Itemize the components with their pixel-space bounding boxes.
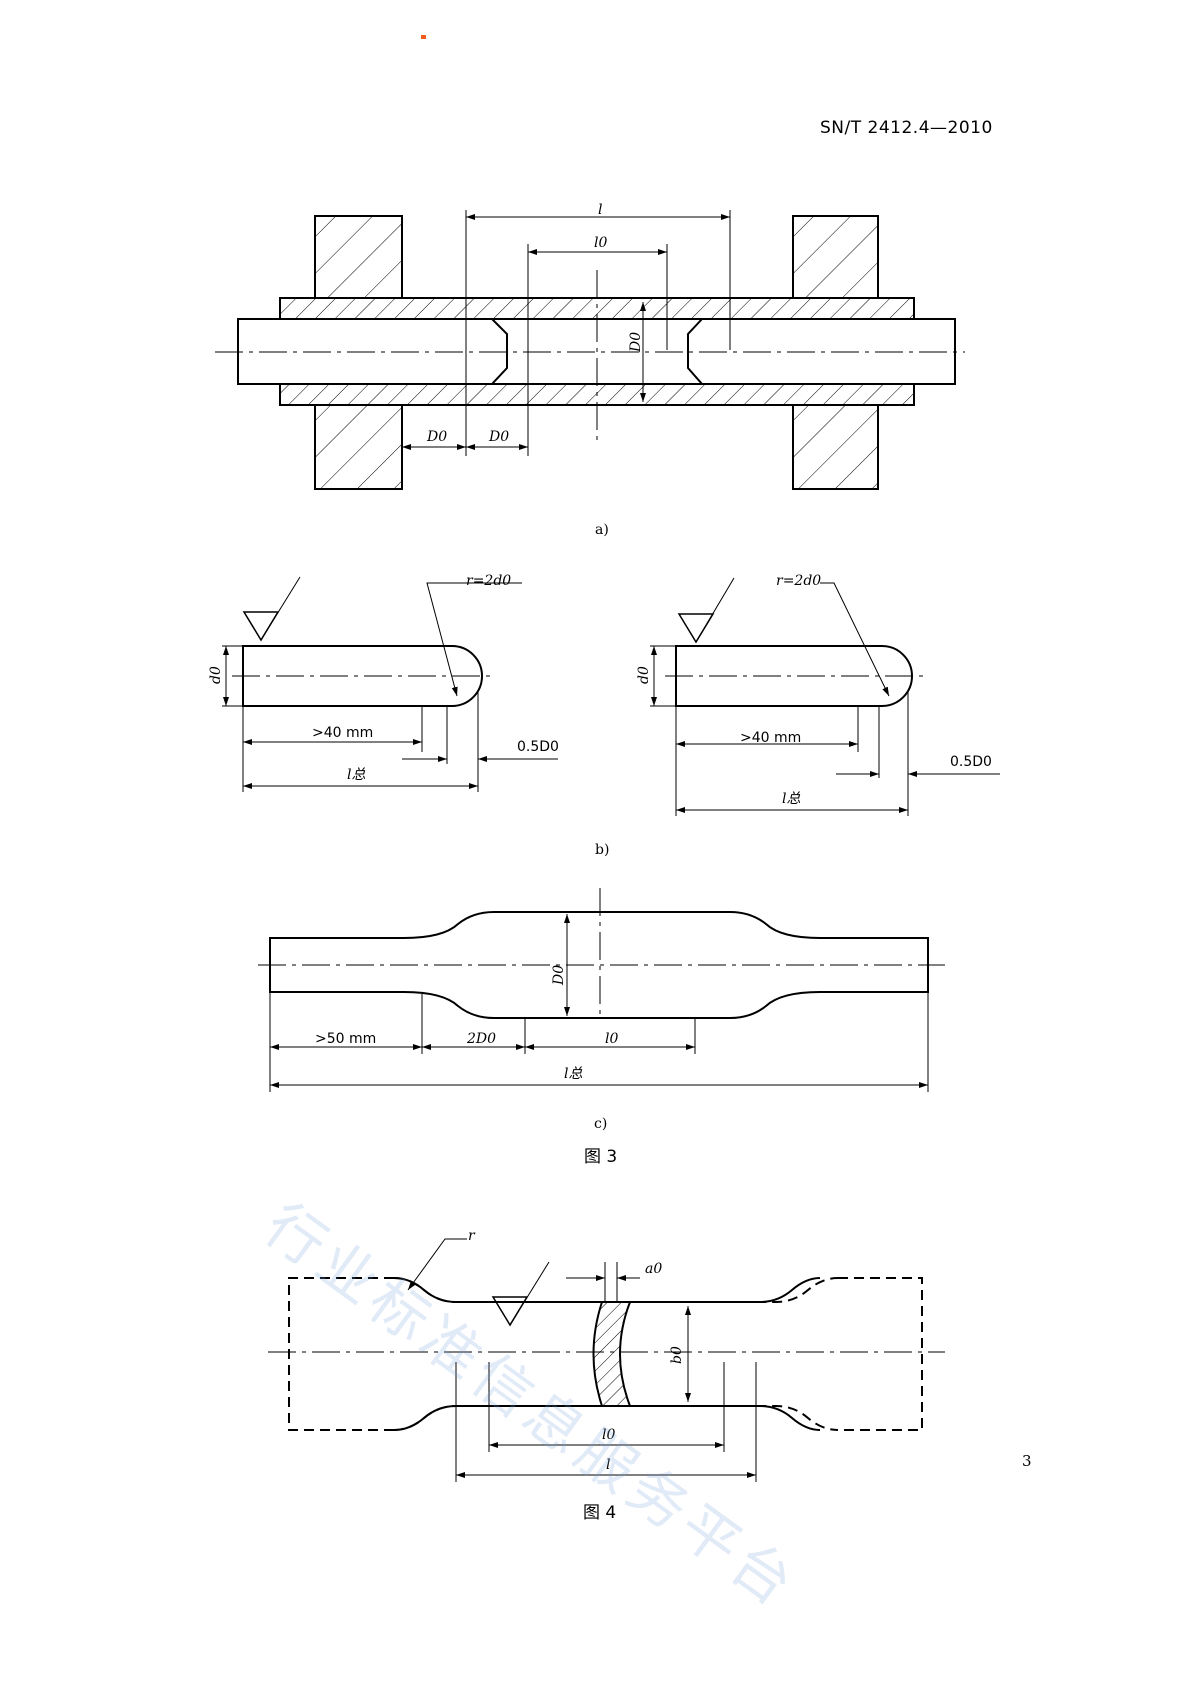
dim-D0-left: D0: [426, 429, 447, 445]
sublabel-a: a): [595, 522, 609, 538]
sublabel-c: c): [594, 1116, 608, 1132]
D0-label-c: D0: [551, 965, 567, 986]
dim-l: l: [598, 202, 602, 218]
gt40-right: >40 mm: [740, 730, 801, 746]
d0-label-right: d0: [636, 666, 652, 684]
half-D0-left: 0.5D0: [517, 739, 559, 755]
d0-label-left: d0: [208, 666, 224, 684]
radius-label-left: r=2d0: [466, 573, 511, 589]
ltotal-left: l总: [347, 767, 365, 783]
l0-c: l0: [605, 1031, 618, 1047]
sublabel-b: b): [595, 842, 610, 858]
figure-4: [268, 1238, 945, 1482]
l-label-fig4: l: [606, 1457, 610, 1473]
gt50: >50 mm: [315, 1031, 376, 1047]
b0-label: b0: [669, 1346, 685, 1364]
dim-D0-vertical: D0: [628, 332, 644, 353]
page-number: 3: [1022, 1452, 1032, 1470]
figure-3b-left: [222, 576, 558, 792]
standard-number: SN/T 2412.4—2010: [820, 118, 993, 138]
figure-3a: [215, 210, 965, 490]
ltotal-c: l总: [564, 1066, 582, 1082]
figure-3c: [258, 888, 945, 1092]
twoD0: 2D0: [466, 1031, 496, 1047]
ltotal-right: l总: [782, 791, 800, 807]
radius-label-right: r=2d0: [776, 573, 821, 589]
dim-l0: l0: [594, 235, 607, 251]
r-label: r: [468, 1228, 476, 1244]
half-D0-right: 0.5D0: [950, 754, 992, 770]
gt40-left: >40 mm: [312, 725, 373, 741]
figure-4-caption: 图 4: [583, 1503, 617, 1523]
figure-3b-right: [650, 577, 1000, 816]
l0-label-fig4: l0: [602, 1427, 615, 1443]
corner-mark: [421, 35, 426, 39]
figure-3-caption: 图 3: [584, 1147, 618, 1167]
dim-D0-right: D0: [488, 429, 509, 445]
a0-label: a0: [645, 1261, 662, 1277]
